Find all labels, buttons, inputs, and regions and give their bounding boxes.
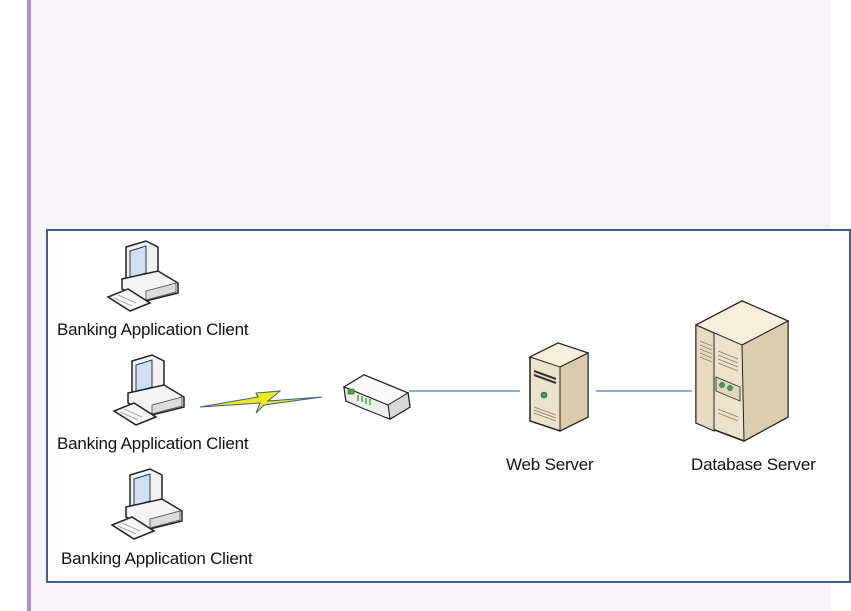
client-computer-icon[interactable]	[110, 467, 186, 541]
web-server-label: Web Server	[506, 455, 594, 474]
database-server-icon[interactable]	[694, 299, 790, 443]
client-computer-icon[interactable]	[112, 353, 188, 427]
router-icon[interactable]	[342, 371, 414, 423]
web-server-icon[interactable]	[526, 341, 592, 433]
client-label: Banking Application Client	[57, 434, 249, 453]
lightning-bolt-icon	[198, 389, 324, 415]
client-label: Banking Application Client	[57, 320, 249, 339]
database-server-label: Database Server	[691, 455, 816, 474]
panel-accent-bar	[27, 0, 31, 611]
client-computer-icon[interactable]	[106, 239, 182, 313]
network-diagram: Banking Application Client Banking Appli…	[46, 229, 851, 583]
connector-layer	[409, 390, 692, 392]
client-label: Banking Application Client	[61, 549, 253, 568]
